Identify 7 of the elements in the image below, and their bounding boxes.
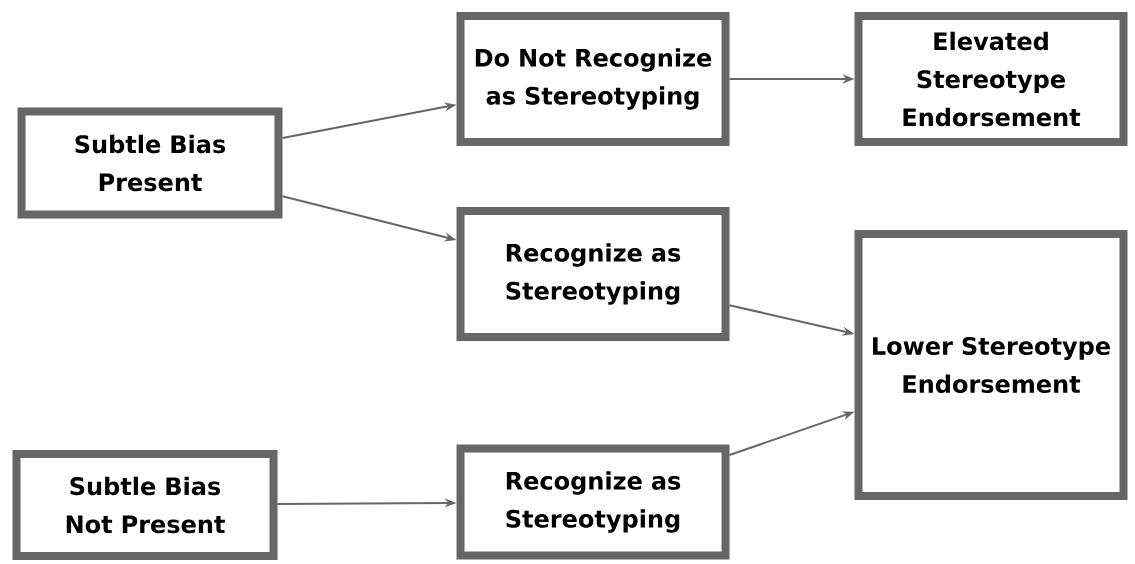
process-box: Recognize as Stereotyping <box>456 444 730 560</box>
process-box: Subtle Bias Not Present <box>12 450 278 560</box>
process-box: Elevated Stereotype Endorsement <box>854 12 1128 146</box>
process-box: Subtle Bias Present <box>17 107 283 219</box>
process-box: Lower Stereotype Endorsement <box>854 230 1128 500</box>
process-box: Recognize as Stereotyping <box>456 207 730 341</box>
process-box: Do Not Recognize as Stereotyping <box>456 12 730 146</box>
